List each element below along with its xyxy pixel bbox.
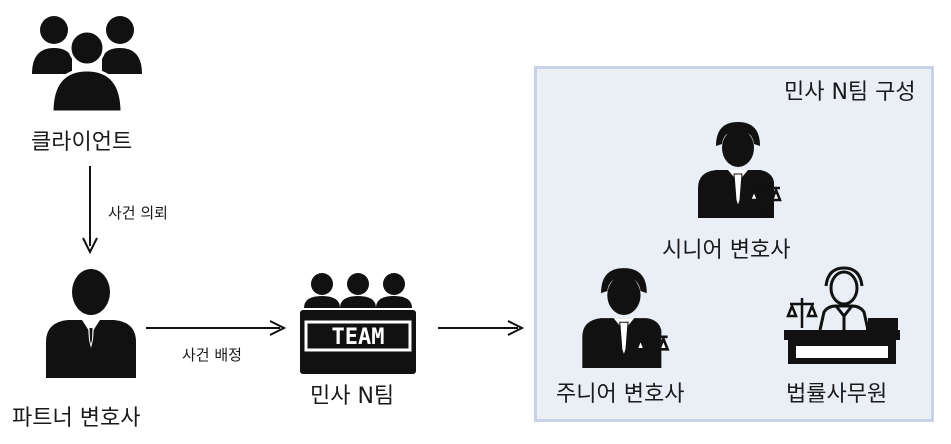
composition-title: 민사 N팀 구성: [784, 80, 916, 105]
senior-lawyer-icon: [694, 118, 786, 218]
assign-arrow-label: 사건 배정: [182, 346, 242, 364]
junior-lawyer-icon: [578, 264, 674, 368]
client-label: 클라이언트: [31, 130, 133, 155]
request-arrow-label: 사건 의뢰: [108, 204, 168, 222]
composition-arrow: [438, 318, 524, 338]
junior-label: 주니어 변호사: [556, 382, 685, 407]
partner-lawyer-icon: [46, 268, 136, 378]
paralegal-icon: [784, 264, 900, 368]
request-arrow: [80, 166, 100, 254]
team-badge-text: TEAM: [332, 325, 385, 350]
paralegal-label: 법률사무원: [786, 382, 888, 407]
client-group-icon: [28, 12, 146, 112]
senior-label: 시니어 변호사: [662, 238, 791, 263]
team-icon: TEAM: [300, 270, 416, 374]
assign-arrow: [146, 318, 286, 338]
partner-label: 파트너 변호사: [12, 406, 141, 431]
team-label: 민사 N팀: [310, 384, 395, 409]
